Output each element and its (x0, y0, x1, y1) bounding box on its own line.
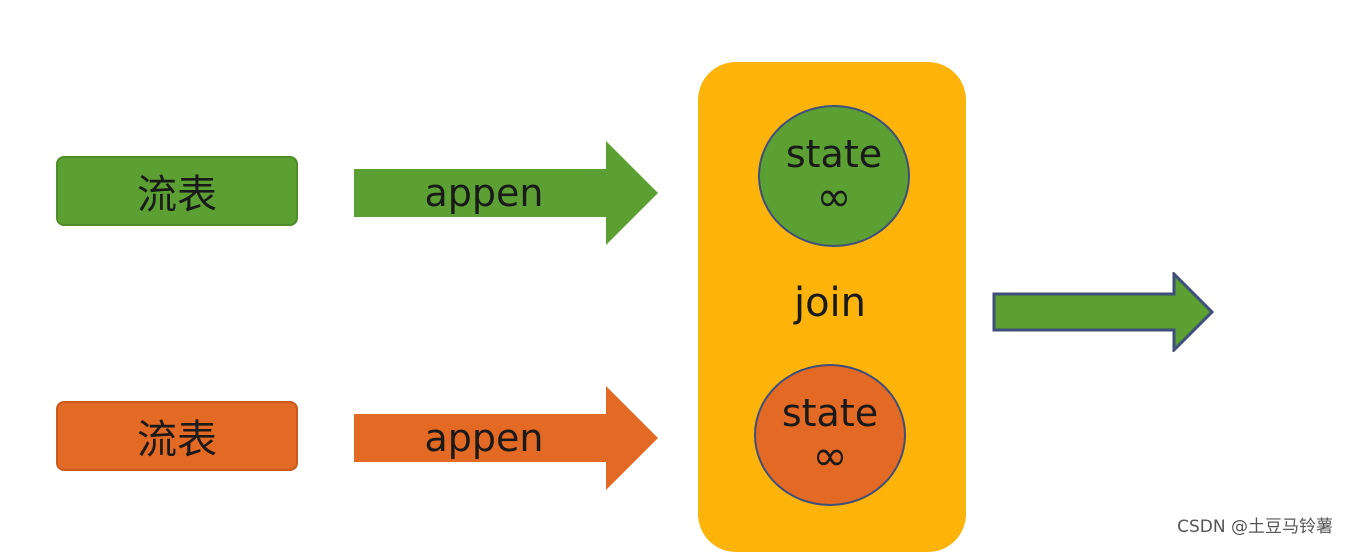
state-label: state (781, 391, 879, 436)
arrow-right-icon (354, 386, 658, 490)
append-arrow-orange: appen (354, 386, 658, 490)
infinity-symbol: ∞ (816, 171, 852, 221)
append-arrow-green: appen (354, 141, 658, 245)
append-label: appen (424, 416, 544, 460)
stream-table-green: 流表 (56, 156, 298, 226)
stream-table-label: 流表 (137, 172, 217, 218)
output-arrow-shape (992, 272, 1215, 352)
arrow-shape (354, 386, 658, 490)
state-circle-green: state ∞ (758, 105, 910, 247)
arrow-shape (354, 141, 658, 245)
state-circle-orange: state ∞ (754, 364, 906, 506)
join-label: join (793, 280, 867, 326)
infinity-symbol: ∞ (812, 430, 848, 480)
state-label: state (785, 132, 883, 177)
stream-table-label: 流表 (137, 417, 217, 463)
output-arrow-icon (992, 272, 1215, 352)
watermark: CSDN @土豆马铃薯 (1177, 517, 1333, 537)
append-label: appen (424, 171, 544, 215)
arrow-right-icon (354, 141, 658, 245)
stream-table-orange: 流表 (56, 401, 298, 471)
